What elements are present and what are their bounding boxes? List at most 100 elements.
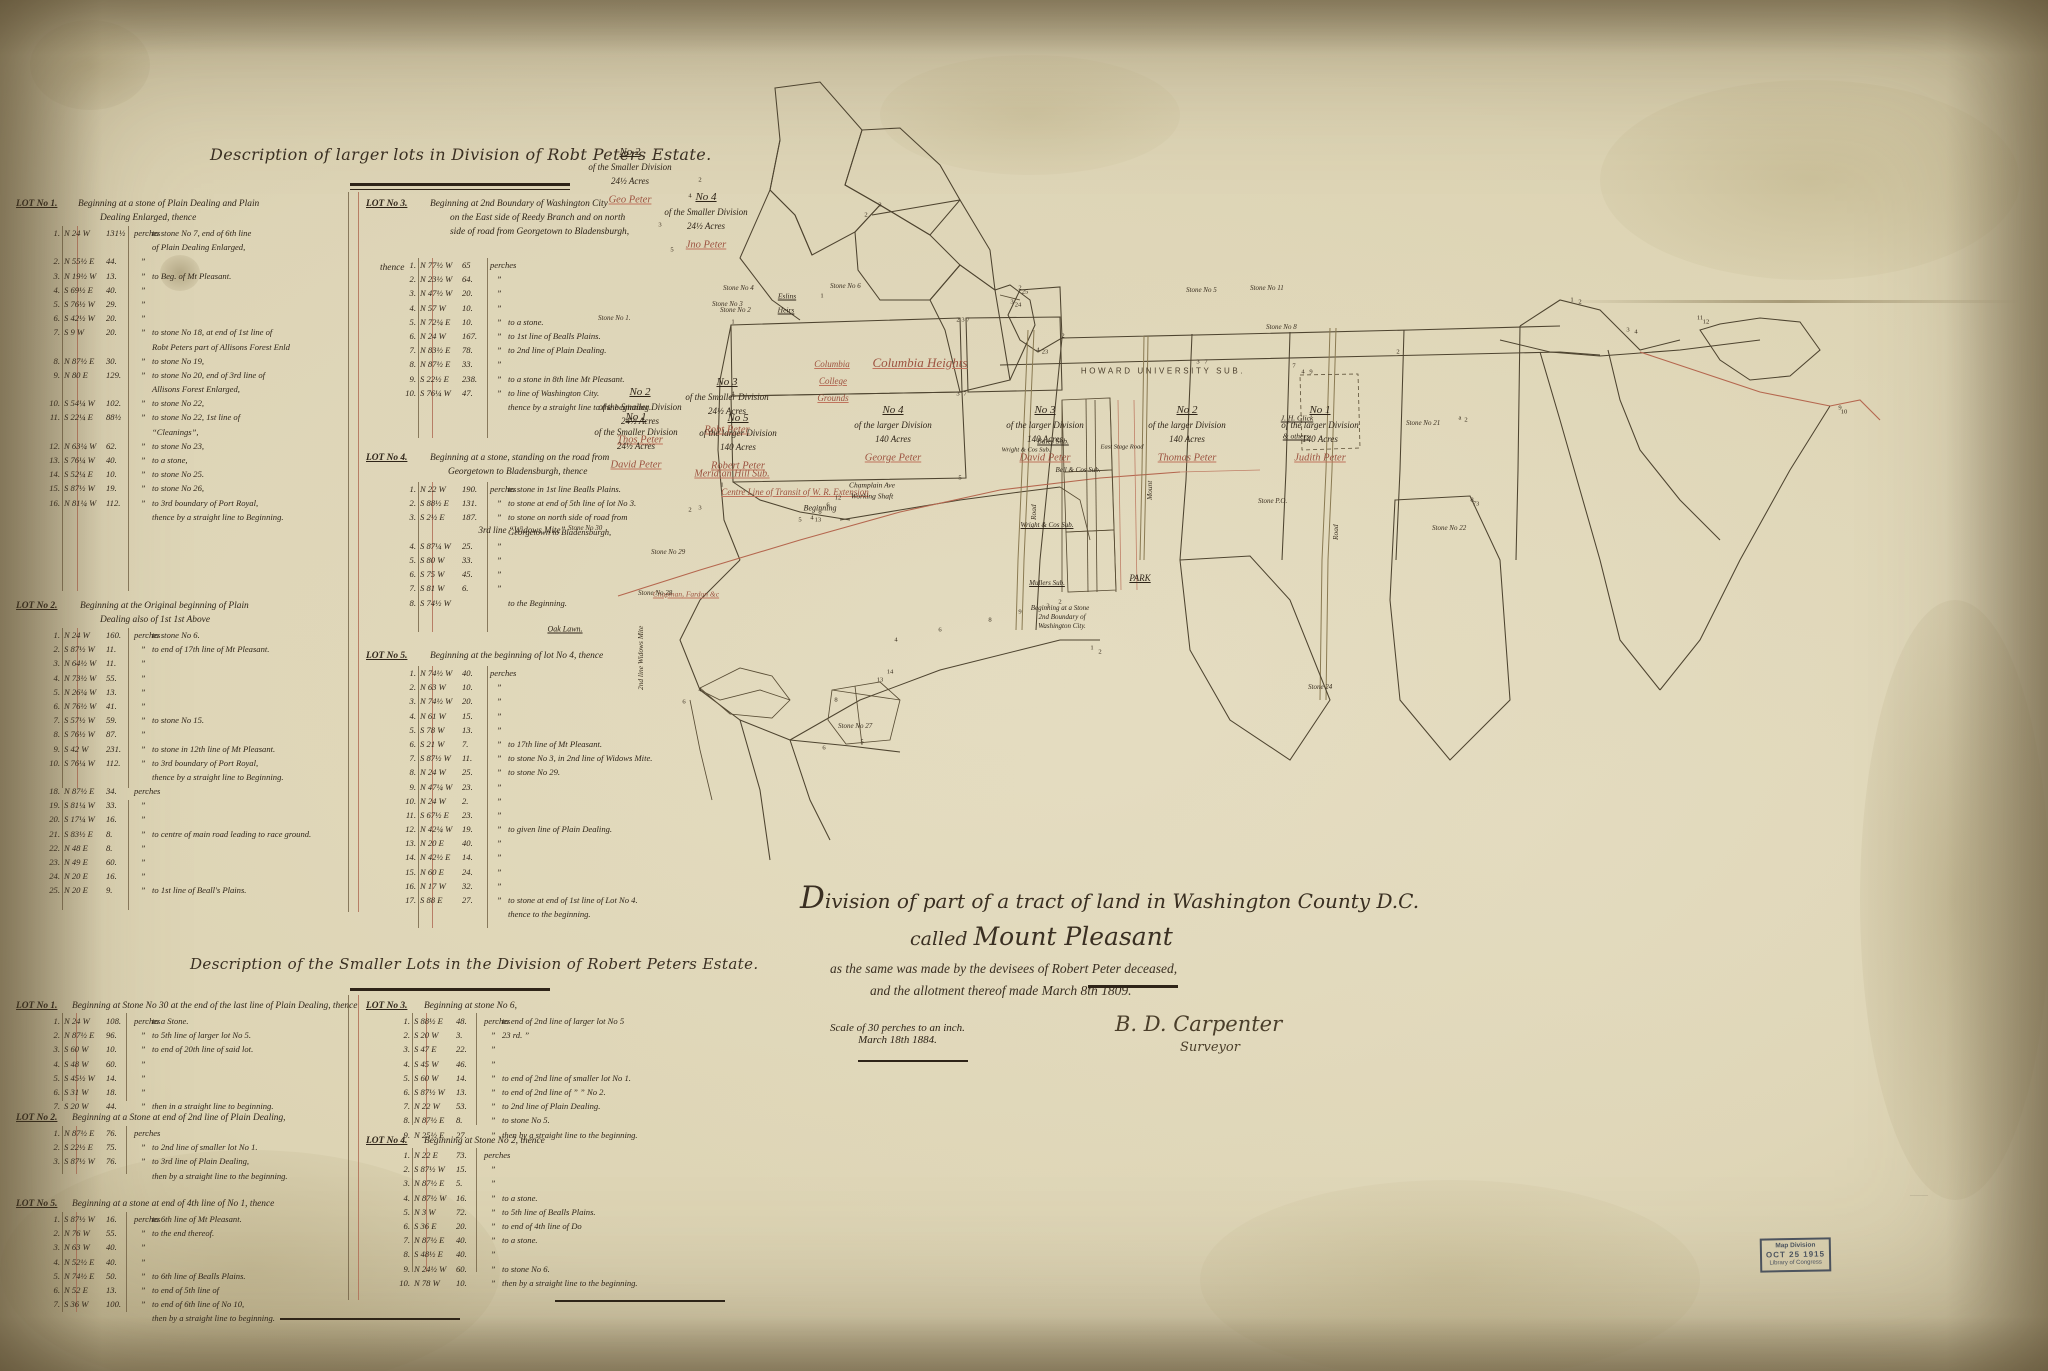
course-b: N 60 E — [420, 866, 444, 877]
course-u: ” — [140, 700, 146, 711]
course-u: ” — [140, 256, 146, 267]
course-d: 22. — [456, 1044, 467, 1055]
course-b: S 57½ W — [64, 715, 95, 726]
course-r: then in a straight line to beginning. — [152, 1101, 274, 1112]
course-n: 4. — [409, 710, 416, 721]
course-r: to stone in 1st line Bealls Plains. — [508, 484, 621, 494]
title-line-1-rest: of part of a tract of land in Washington… — [890, 889, 1420, 913]
map-lot-owner: Jno Peter — [685, 239, 727, 251]
station-number: 8 — [988, 616, 992, 624]
course-d: 14. — [456, 1072, 467, 1083]
course-r: “Cleanings”, — [152, 426, 199, 437]
lot3-intro-2: on the East side of Reedy Branch and on … — [450, 213, 626, 223]
course-b: N 22 W — [414, 1101, 440, 1112]
table-rule — [412, 1013, 413, 1125]
course-u: ” — [140, 355, 146, 366]
title-line-1: Division of part of a tract of land in W… — [800, 880, 1419, 916]
course-b: S 60 W — [64, 1044, 89, 1055]
course-u: perches — [134, 786, 161, 797]
map-lot-division: of the larger Division — [1006, 420, 1084, 430]
course-r: to the end thereof. — [152, 1228, 215, 1239]
course-u: ” — [496, 767, 502, 778]
course-u: perches — [490, 668, 517, 678]
table-rule — [487, 258, 488, 438]
course-n: 4. — [409, 302, 416, 313]
map-lot-division: of the larger Division — [1281, 420, 1359, 430]
map-lot-acreage: 24½ Acres — [621, 416, 659, 426]
course-n: 7. — [403, 1101, 410, 1112]
course-b: S 75 W — [420, 569, 445, 580]
course-n: 10. — [405, 387, 416, 398]
course-d: 72. — [456, 1206, 467, 1217]
station-number: 11 — [1696, 314, 1704, 322]
station-number: 7 — [966, 316, 970, 324]
table-rule-red — [426, 1148, 427, 1272]
course-u: ” — [140, 412, 146, 423]
course-b: N 72¼ E — [420, 316, 451, 327]
course-n: 7. — [53, 1299, 60, 1310]
map-annotation: 2nd Boundary of — [1038, 613, 1086, 621]
course-r: to stone at end of 5th line of lot No 3. — [508, 498, 637, 509]
course-d: 14. — [462, 852, 473, 863]
course-d: 53. — [456, 1101, 467, 1112]
table-rule — [62, 1013, 63, 1101]
course-u: ” — [140, 440, 146, 451]
station-number: 24 — [1014, 301, 1022, 309]
table-rule — [487, 666, 488, 928]
course-u: ” — [490, 1101, 496, 1112]
course-u: ” — [140, 644, 146, 655]
map-lot-acreage: 140 Acres — [1169, 434, 1205, 444]
map-lot-owner: Geo Peter — [608, 194, 652, 206]
course-n: 2. — [403, 1030, 410, 1041]
course-d: 16. — [106, 814, 117, 825]
course-u: perches — [134, 630, 161, 640]
course-u: ” — [496, 696, 502, 707]
course-u: ” — [140, 743, 146, 754]
table-rule — [62, 1126, 63, 1174]
table-rule — [418, 482, 419, 632]
boundary-stone-label: Stone No 5 — [1186, 286, 1217, 294]
course-d: 10. — [462, 316, 473, 327]
course-d: 32. — [462, 880, 473, 891]
course-n: 9. — [53, 369, 60, 380]
course-b: S 45 W — [414, 1058, 439, 1069]
course-r: to 2nd line of Plain Dealing. — [502, 1101, 601, 1112]
boundary-stone-label: Stone No 4 — [723, 284, 754, 292]
map-subdivision-label: Columbia Heights — [872, 355, 968, 370]
course-u: ” — [496, 738, 502, 749]
course-u: ” — [490, 1235, 496, 1246]
course-u: ” — [140, 800, 146, 811]
table-rule-red — [426, 1013, 427, 1125]
scale-line-2: March 18th 1884. — [858, 1034, 937, 1046]
course-b: N 22 E — [414, 1150, 438, 1160]
column-divider-red — [358, 192, 359, 912]
table-rule — [412, 1148, 413, 1272]
course-r: to the Beginning. — [508, 597, 567, 608]
course-row: then by a straight line to the beginning… — [44, 1171, 344, 1185]
course-d: 20. — [456, 1220, 467, 1231]
course-n: 4. — [403, 1058, 410, 1069]
faint-pencil-mark: —— — [1910, 1190, 1928, 1200]
course-u: perches — [484, 1150, 511, 1160]
course-b: N 47¼ W — [420, 781, 453, 792]
station-number: 4 — [698, 686, 702, 694]
station-number: 3 — [698, 504, 702, 512]
course-row: Allisons Forest Enlarged, — [44, 384, 324, 398]
table-rule — [476, 1148, 477, 1272]
course-d: 30. — [106, 355, 117, 366]
station-number: 3 — [961, 316, 965, 324]
station-number: 2 — [1061, 332, 1065, 340]
